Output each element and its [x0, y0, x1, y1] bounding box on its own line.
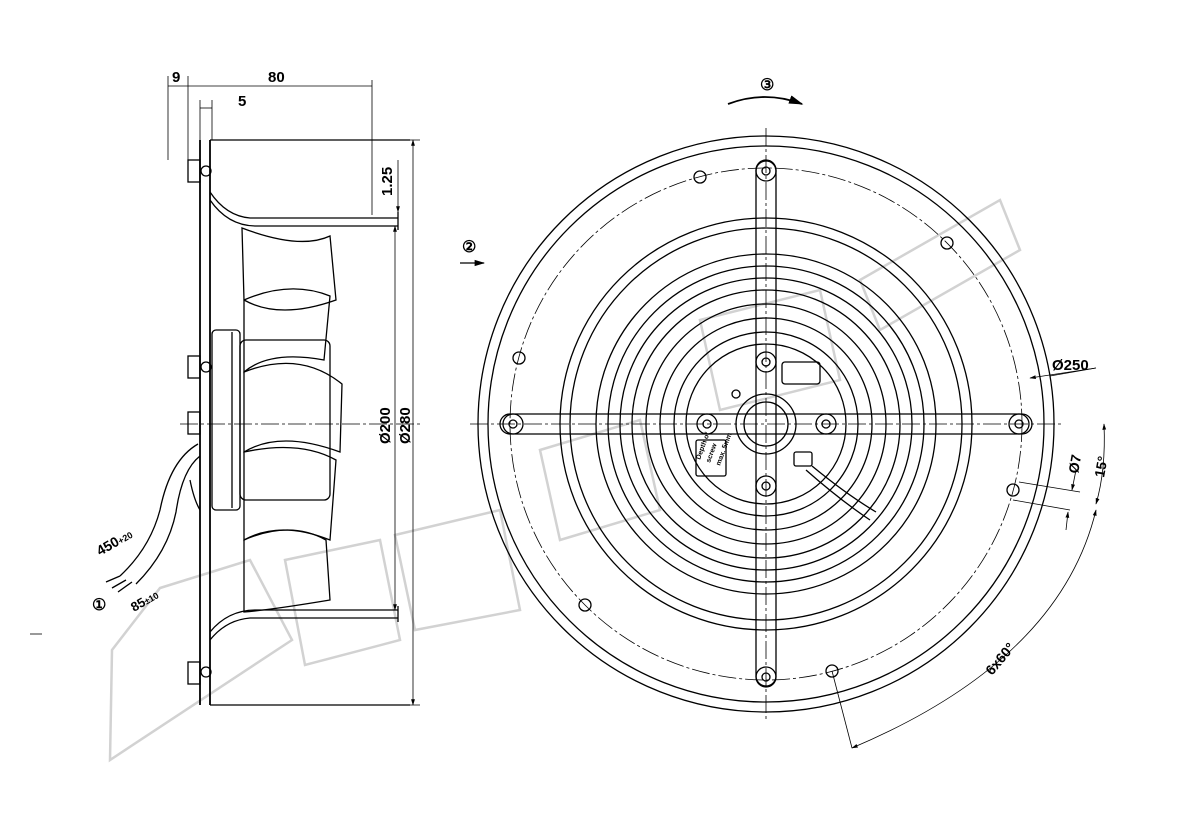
- side-bolts: [187, 159, 212, 685]
- front-view: ② ③: [460, 77, 1111, 749]
- hub: Depth of screw max. 5mm: [695, 361, 877, 521]
- dim-angle-15: 15°: [1091, 455, 1110, 479]
- dim-dia-200: Ø200: [377, 407, 394, 444]
- dim-hole-pattern: 6x60°: [982, 639, 1018, 677]
- side-view: 9 80 5: [30, 69, 420, 706]
- hub-label-line-3: max. 5mm: [715, 432, 733, 467]
- dimension-9-80: 9 80 5: [167, 69, 373, 215]
- callout-airflow: ②: [462, 239, 476, 256]
- watermark: [108, 198, 1022, 763]
- dim-dia-280: Ø280: [397, 407, 414, 444]
- nozzle-shroud: [209, 191, 399, 641]
- motor-housing: [211, 329, 331, 511]
- callout-rotation: ③: [760, 77, 774, 94]
- dim-hole-circle-250: Ø250: [1052, 357, 1089, 374]
- dim-strip-length: 85±10: [128, 587, 161, 615]
- flange-holes: [512, 170, 1020, 678]
- guard-spokes: [499, 159, 1033, 688]
- dim-80: 80: [268, 69, 285, 86]
- cable: ① 450+20 85±10: [92, 443, 201, 615]
- dim-5: 5: [238, 93, 246, 110]
- impeller-blades: [180, 227, 420, 613]
- diameter-dimensions: 1.25 Ø200 Ø280: [375, 139, 420, 706]
- front-rings: [477, 135, 1055, 713]
- dim-1-25: 1.25: [379, 167, 396, 196]
- rotation-indicator: ③: [727, 77, 804, 105]
- dim-9: 9: [172, 69, 180, 86]
- callout-cable: ①: [92, 597, 106, 614]
- dim-cable-length: 450+20: [94, 525, 135, 558]
- airflow-indicator: ②: [460, 239, 486, 267]
- dim-hole-dia-7: Ø7: [1065, 453, 1084, 474]
